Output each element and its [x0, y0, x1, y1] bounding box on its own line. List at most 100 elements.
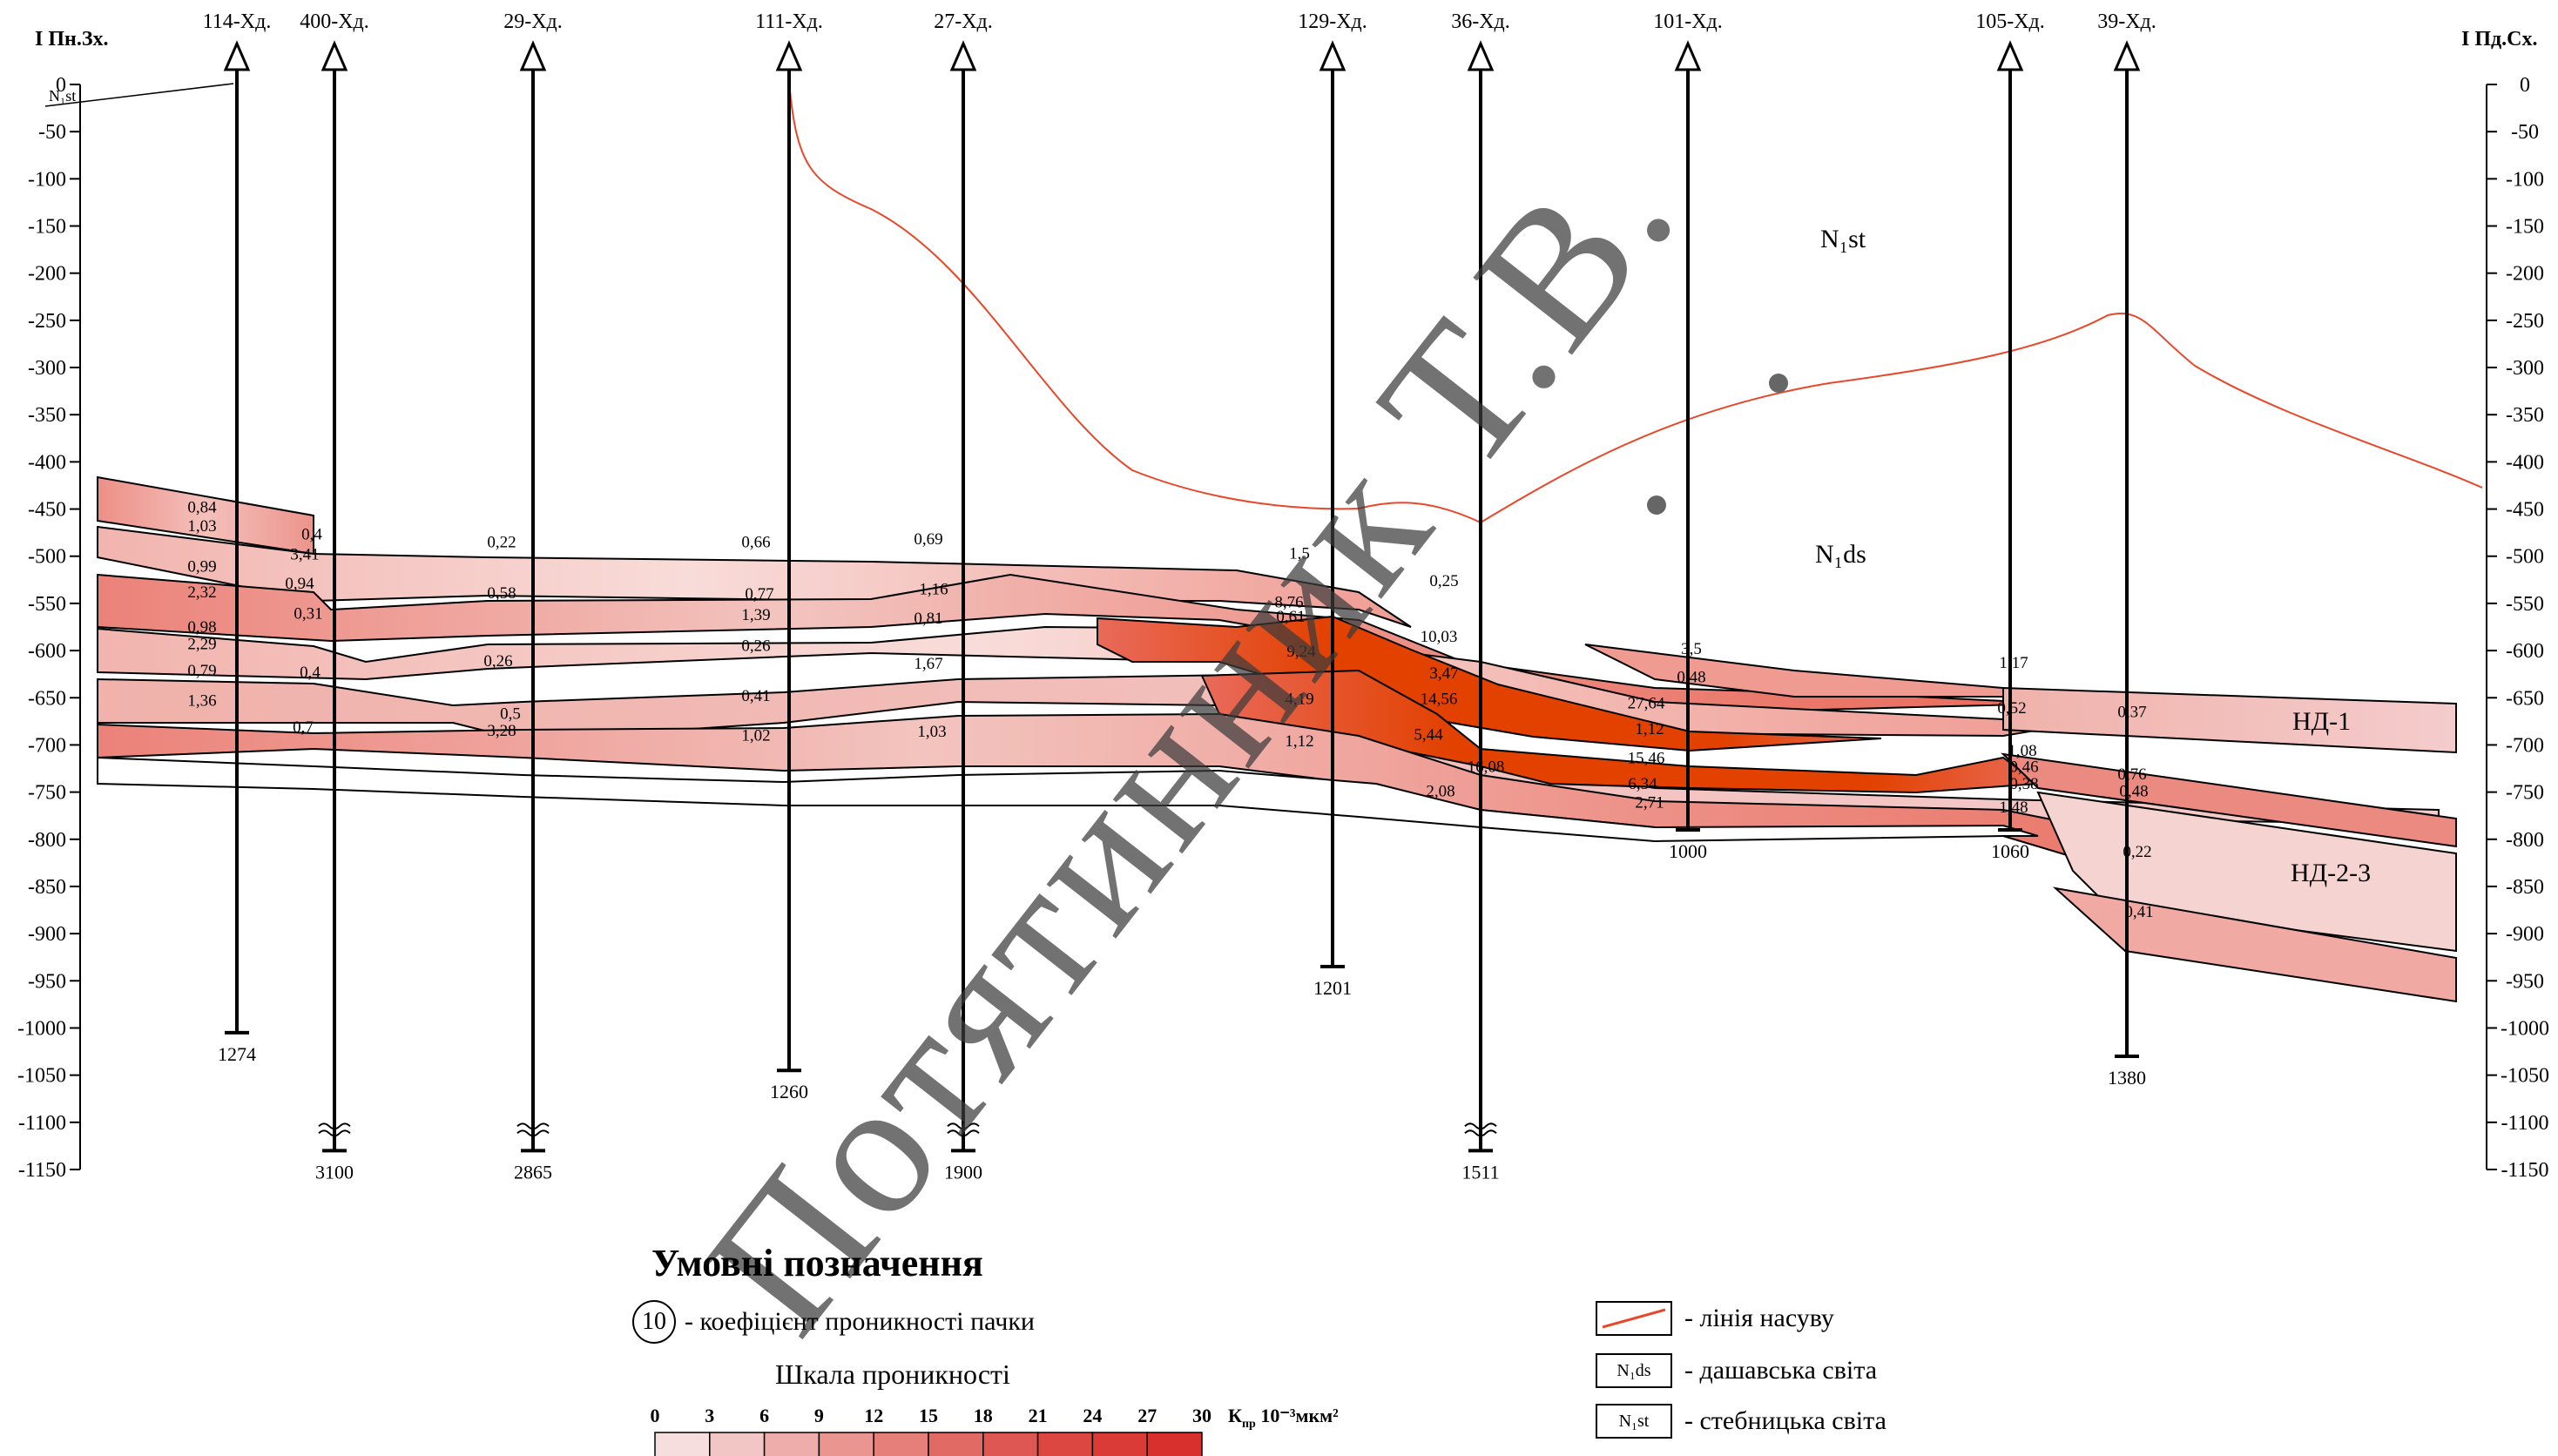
right-tick-label: -50: [2511, 121, 2539, 144]
permeability-value: 0,48: [1677, 668, 1705, 686]
well-td-label: 1511: [1461, 1161, 1499, 1183]
well-name: 129-Хд.: [1298, 10, 1367, 33]
legend-permeability-row: 10 - коефіцієнт проникності пачки: [632, 1300, 1035, 1344]
left-tick-label: -50: [38, 121, 66, 144]
scale-tick-label: 27: [1137, 1405, 1157, 1426]
right-tick-label: -950: [2506, 970, 2544, 993]
scale-unit: Кпр 10⁻³мкм²: [1228, 1405, 1339, 1431]
corner-label-left: I Пн.Зх.: [35, 28, 109, 51]
left-tick-label: -800: [28, 829, 66, 852]
well-td-label: 1260: [770, 1081, 808, 1102]
right-tick-label: -1150: [2501, 1159, 2548, 1182]
permeability-value: 0,37: [2117, 703, 2146, 721]
well-name: 105-Хд.: [1975, 10, 2045, 33]
left-tick-label: -850: [28, 876, 66, 899]
right-tick-label: -1000: [2501, 1017, 2549, 1040]
permeability-value: 2,32: [187, 583, 216, 602]
left-tick-label: -450: [28, 499, 66, 522]
permeability-value: 0,84: [187, 498, 217, 516]
right-tick-label: -750: [2506, 782, 2544, 805]
right-tick-label: -600: [2506, 640, 2544, 663]
permeability-value: 0,76: [2117, 765, 2146, 784]
right-tick-label: -850: [2506, 876, 2544, 899]
scale-tick-label: 12: [864, 1405, 883, 1426]
permeability-value: 15,46: [1628, 750, 1665, 768]
left-tick-label: -1150: [18, 1159, 66, 1182]
left-tick-label: -150: [28, 216, 66, 239]
left-tick-label: -700: [28, 734, 66, 757]
permeability-value: 0,25: [1429, 572, 1458, 590]
well-head-icon: [2113, 40, 2141, 71]
permeability-value: 1,12: [1635, 720, 1664, 738]
well-head-icon: [1996, 40, 2024, 71]
right-tick-label: -200: [2506, 263, 2544, 286]
well-name: 114-Хд.: [203, 10, 272, 33]
well-head-icon: [1674, 40, 1702, 71]
well-name: 36-Хд.: [1451, 10, 1510, 33]
legend-permeability-text: - коефіцієнт проникності пачки: [685, 1307, 1035, 1336]
well-head-icon: [775, 40, 803, 71]
permeability-value: 0,69: [914, 530, 942, 549]
legend-ds-text: - дашавська світа: [1684, 1356, 1878, 1385]
pack-upper-band: [97, 525, 1412, 628]
scale-tick-label: 3: [705, 1405, 714, 1426]
scale-tick-label: 6: [759, 1405, 769, 1426]
right-tick-label: -1050: [2501, 1065, 2549, 1088]
legend-thrust-text: - лінія насуву: [1684, 1304, 1834, 1332]
permeability-value: 2,71: [1635, 793, 1664, 812]
scale-tick-label: 18: [974, 1405, 993, 1426]
formation-top-left: N₁st: [49, 87, 77, 104]
right-tick-label: -1100: [2501, 1112, 2548, 1135]
permeability-value: 0,41: [741, 687, 770, 705]
scale-tick-label: 21: [1029, 1405, 1048, 1426]
well-head-icon: [1467, 40, 1495, 71]
well-break-icon: [516, 1122, 550, 1130]
scale-cell: [763, 1432, 820, 1456]
permeability-value: 14,56: [1421, 690, 1458, 708]
permeability-value: 0,41: [2124, 903, 2153, 921]
permeability-value: 1,17: [1999, 654, 2028, 672]
scale-tick-label: 15: [919, 1405, 938, 1426]
permeability-value: 0,66: [741, 533, 770, 551]
permeability-value: 1,08: [2008, 742, 2036, 760]
permeability-value: 1,03: [187, 517, 216, 536]
thrust-swatch-icon: [1596, 1301, 1672, 1336]
right-tick-label: 0: [2520, 74, 2530, 97]
permeability-value: 0,48: [2119, 782, 2148, 800]
permeability-value: 9,24: [1286, 643, 1316, 661]
permeability-value: 0,4: [300, 664, 321, 682]
permeability-value: 1,36: [187, 691, 216, 710]
scale-cell: [873, 1432, 929, 1456]
right-tick-label: -450: [2506, 499, 2544, 522]
permeability-value: 0,26: [483, 652, 512, 671]
left-tick-label: -1000: [17, 1017, 66, 1040]
permeability-value: 1,48: [1999, 799, 2028, 817]
scale-cell: [928, 1432, 984, 1456]
permeability-value: 0,22: [2123, 843, 2151, 861]
left-tick-label: 0: [56, 74, 66, 97]
left-tick-label: -400: [28, 451, 66, 474]
ds-swatch: N₁ds: [1596, 1353, 1672, 1388]
well-td-label: 3100: [315, 1161, 354, 1183]
well-name: 27-Хд.: [934, 10, 993, 33]
right-tick-label: -900: [2506, 923, 2544, 946]
well-td-label: 1000: [1669, 840, 1707, 862]
well-head-icon: [949, 40, 977, 71]
permeability-value: 5,44: [1414, 725, 1443, 744]
permeability-value: 4,19: [1285, 690, 1313, 708]
right-tick-label: -550: [2506, 593, 2544, 616]
scale-tick-label: 30: [1192, 1405, 1212, 1426]
permeability-value: 27,64: [1628, 695, 1665, 713]
permeability-value: 0,52: [1997, 699, 2026, 718]
scale-cell: [818, 1432, 874, 1456]
permeability-value: 0,26: [741, 637, 770, 656]
permeability-value: 2,08: [1426, 782, 1454, 800]
permeability-value: 6,34: [1628, 775, 1657, 793]
permeability-value: 16,08: [1468, 758, 1505, 776]
horizon-nd23: НД-2-3: [2291, 859, 2372, 887]
permeability-value: 1,12: [1285, 732, 1313, 751]
well-head-icon: [519, 40, 547, 71]
permeability-circle-icon: 10: [632, 1300, 676, 1344]
